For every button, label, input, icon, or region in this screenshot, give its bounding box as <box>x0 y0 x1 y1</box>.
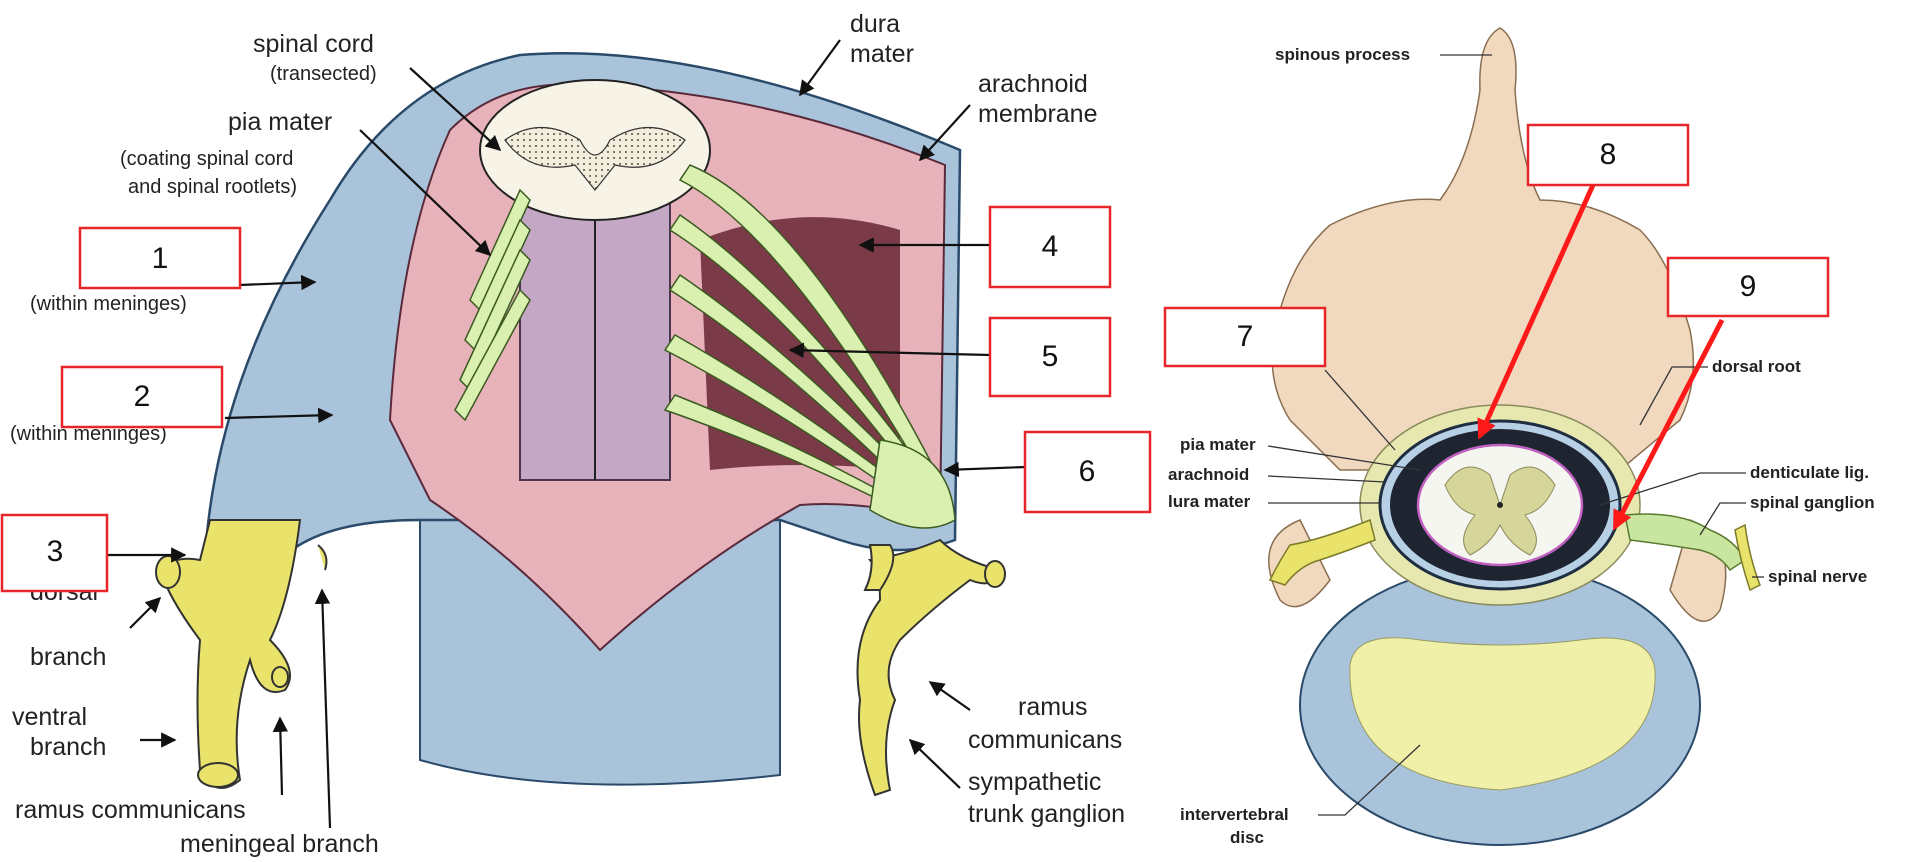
answer-box-9[interactable]: 9 <box>1666 256 1830 318</box>
label-sympathetic: sympathetic <box>968 768 1101 796</box>
answer-box-3-label: 3 <box>47 535 64 568</box>
spinal-ganglion-right <box>1624 513 1746 572</box>
answer-box-6-label: 6 <box>1079 455 1096 488</box>
spinal-nerve-left-section <box>1268 518 1376 586</box>
label-pia-mater-sub1: (coating spinal cord <box>120 148 293 170</box>
label-dorsal-branch: branch <box>30 643 106 671</box>
label-pia-mater-right: pia mater <box>1180 435 1256 454</box>
answer-box-9-label: 9 <box>1740 270 1757 303</box>
arrow-9 <box>1612 318 1725 531</box>
answer-box-5-label: 5 <box>1042 340 1059 373</box>
answer-box-4[interactable]: 4 <box>988 205 1112 289</box>
label-disc: disc <box>1230 828 1264 847</box>
label-arachnoid-right: arachnoid <box>1168 465 1249 484</box>
gray-matter <box>1444 466 1556 556</box>
label-intervertebral: intervertebral <box>1180 805 1289 824</box>
answer-box-6[interactable]: 6 <box>1023 430 1152 514</box>
answer-box-3[interactable]: 3 <box>0 513 109 593</box>
label-spinal-nerve: spinal nerve <box>1768 567 1867 586</box>
answer-box-5[interactable]: 5 <box>988 316 1112 398</box>
right-vertebra-diagram <box>1268 27 1761 846</box>
right-labels: spinous process dorsal root pia mater ar… <box>1168 45 1875 847</box>
answer-boxes: 1 2 3 4 5 6 7 8 <box>0 123 1830 593</box>
spinal-nerve-left <box>158 519 302 789</box>
label-communicans: communicans <box>968 726 1122 754</box>
label-mater: mater <box>850 40 914 68</box>
dorsal-root-ganglion <box>869 439 956 529</box>
spinal-cord-cross-section <box>479 79 711 221</box>
label-dorsal-root: dorsal root <box>1712 357 1801 376</box>
answer-box-4-label: 4 <box>1042 230 1059 263</box>
label-spinous-process: spinous process <box>1275 45 1410 64</box>
label-within-meninges-1: (within meninges) <box>30 293 187 315</box>
label-trunk-ganglion: trunk ganglion <box>968 800 1125 828</box>
answer-box-2[interactable]: 2 <box>60 365 224 429</box>
label-pia-mater-sub2: and spinal rootlets) <box>128 176 297 198</box>
label-dura-mater-right: lura mater <box>1168 492 1251 511</box>
label-dura: dura <box>850 10 900 38</box>
answer-box-1[interactable]: 1 <box>78 226 242 290</box>
arrow-8 <box>1477 183 1596 440</box>
left-labels: spinal cord (transected) dura mater arac… <box>10 10 1125 858</box>
label-denticulate-lig: denticulate lig. <box>1750 463 1869 482</box>
label-ventral: ventral <box>12 703 87 731</box>
label-spinal-ganglion: spinal ganglion <box>1750 493 1875 512</box>
answer-box-8[interactable]: 8 <box>1526 123 1690 187</box>
answer-box-2-label: 2 <box>134 380 151 413</box>
answer-box-7[interactable]: 7 <box>1163 306 1327 368</box>
label-arachnoid: arachnoid <box>978 70 1088 98</box>
label-spinal-cord-sub: (transected) <box>270 63 377 85</box>
label-pia-mater: pia mater <box>228 108 332 136</box>
answer-box-8-label: 8 <box>1600 138 1617 171</box>
rootlets-left <box>454 188 531 422</box>
answer-box-1-label: 1 <box>152 242 169 275</box>
label-membrane: membrane <box>978 100 1098 128</box>
rootlets-right <box>663 164 937 511</box>
label-ramus-communicans-left: ramus communicans <box>15 796 246 824</box>
nucleus-pulposus <box>1349 637 1656 791</box>
left-meninges-diagram <box>155 51 1006 797</box>
answer-box-7-label: 7 <box>1237 320 1254 353</box>
dura-tube <box>419 519 781 786</box>
label-meningeal-branch: meningeal branch <box>180 830 379 858</box>
vertebral-arch <box>1271 27 1695 471</box>
label-ventral-branch: branch <box>30 733 106 761</box>
label-spinal-cord: spinal cord <box>253 30 374 58</box>
label-ramus: ramus <box>1018 693 1087 721</box>
label-within-meninges-2: (within meninges) <box>10 423 167 445</box>
